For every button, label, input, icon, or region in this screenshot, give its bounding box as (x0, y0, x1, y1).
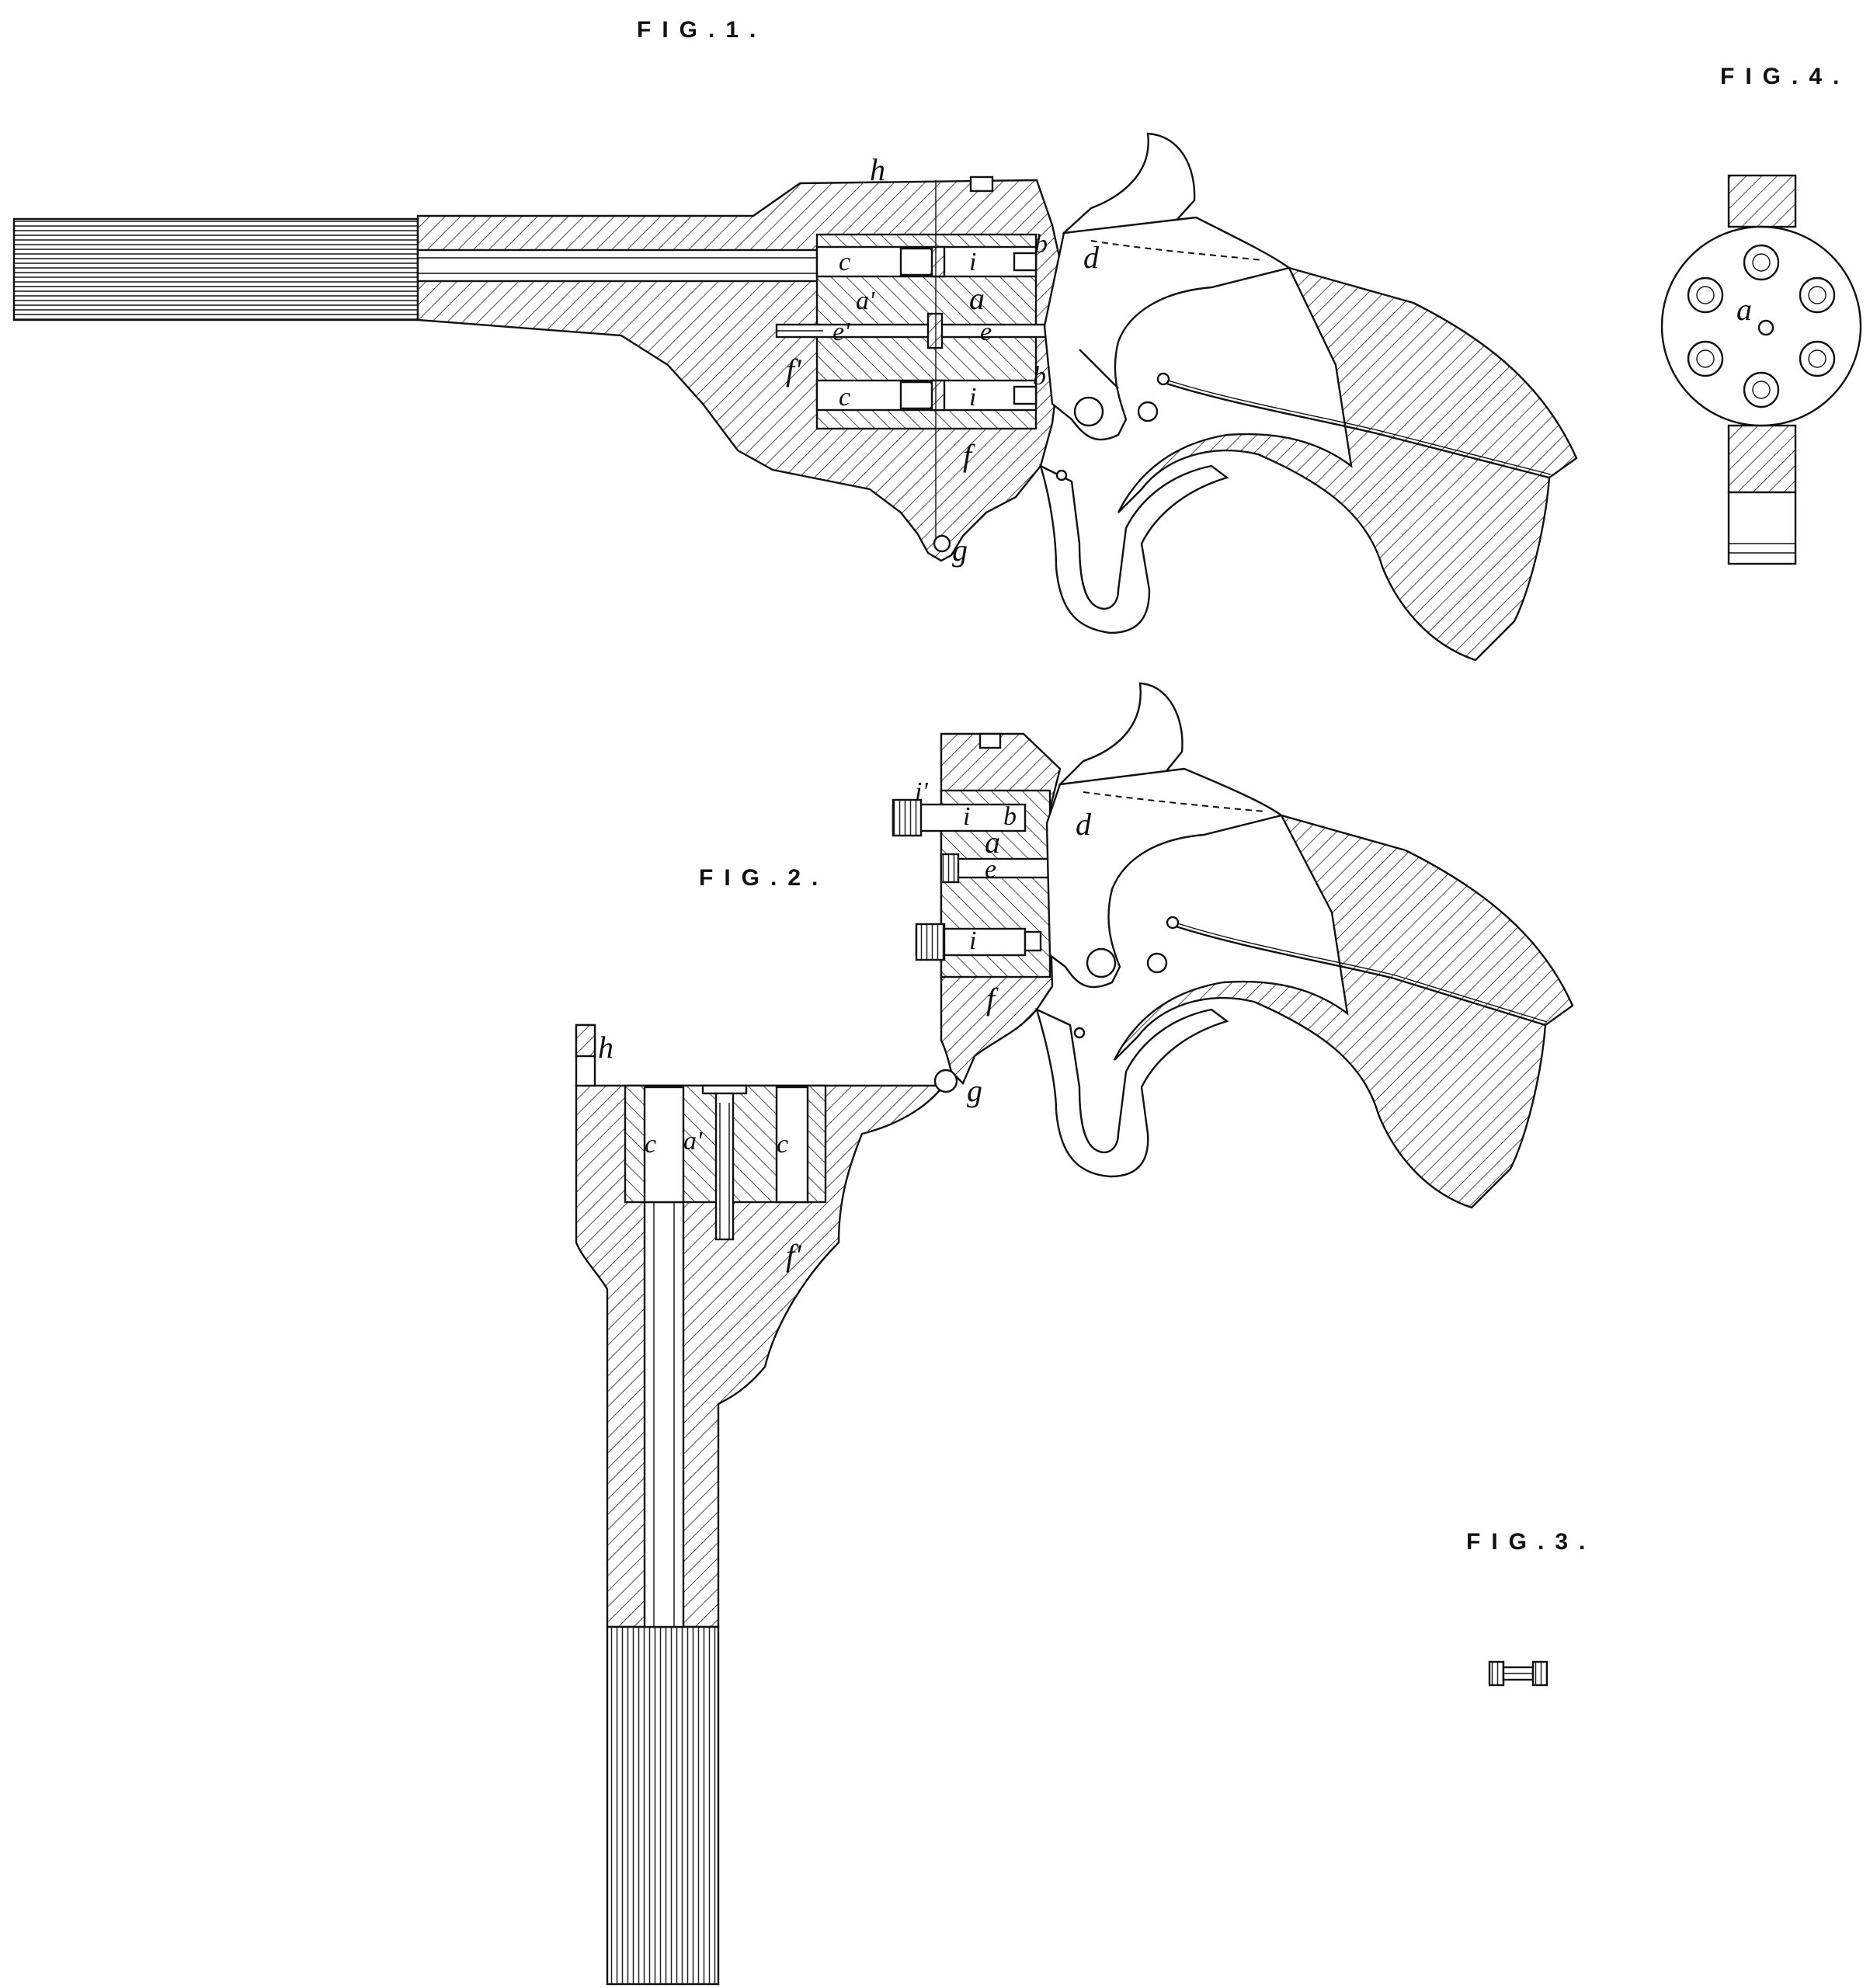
fig2-label-i-prime: i' (915, 777, 928, 806)
fig2-label-g: g (967, 1073, 982, 1108)
fig1-label-b-bottom: b (1033, 362, 1046, 391)
figure-1-title: FIG.1. (637, 17, 766, 43)
fig2-grip-frame (1045, 767, 1284, 989)
fig1-label-a-prime: a' (856, 287, 875, 315)
fig1-label-e-prime: e' (832, 318, 850, 346)
fig1-screw-hammer (1137, 401, 1159, 422)
fig2-chamber-right (775, 1086, 809, 1204)
fig1-grip-frame (1043, 216, 1291, 441)
fig1-label-e: e (980, 318, 992, 346)
fig4-label-a: a (1736, 292, 1752, 327)
fig4-frame-bottom (1727, 424, 1797, 494)
fig2-label-i-top: i (963, 802, 970, 831)
fig1-label-d: d (1083, 240, 1100, 275)
fig2-label-b: b (1003, 802, 1017, 831)
fig2-label-a: a (985, 825, 1000, 860)
fig2-hinge-g (933, 1069, 958, 1093)
fig1-label-g: g (952, 533, 968, 568)
fig1-label-i-top: i (969, 248, 976, 276)
fig2-label-f-prime: f' (786, 1238, 802, 1273)
fig4-frame-top (1727, 174, 1797, 228)
fig2-screw-main (1086, 947, 1117, 978)
fig1-rear-sight (969, 176, 994, 193)
fig1-label-a: a (969, 281, 985, 316)
figure-2: FIG.2. (575, 682, 1574, 1986)
fig1-label-i-bottom: i (969, 383, 976, 412)
figure-3-title: FIG.3. (1466, 1529, 1596, 1555)
fig2-grip (1113, 814, 1574, 1209)
fig1-label-f-prime: f' (786, 353, 802, 388)
fig4-cylinder-face (1660, 225, 1862, 427)
fig2-label-i-bottom: i (969, 926, 976, 955)
fig2-label-c-left: c (645, 1130, 656, 1159)
fig1-trigger-guard (1039, 464, 1229, 634)
figure-4-title: FIG.4. (1720, 64, 1850, 89)
fig1-bore (416, 248, 823, 283)
fig1-mainspring (1156, 379, 1550, 479)
figure-3: FIG.3. (1466, 1529, 1596, 1687)
fig2-center-pin-socket (714, 1086, 735, 1241)
fig1-barrel-muzzle (12, 217, 419, 321)
fig2-screw-hammer (1146, 952, 1168, 974)
fig1-label-h: h (870, 152, 885, 187)
fig2-label-h: h (598, 1030, 613, 1065)
fig2-trigger-guard (1035, 1007, 1229, 1178)
fig4-frame-base (1727, 491, 1797, 565)
fig1-label-c-bottom: c (839, 383, 850, 412)
fig2-label-e: e (985, 855, 996, 884)
fig2-label-d: d (1076, 807, 1092, 842)
fig2-label-c-right: c (777, 1130, 788, 1159)
fig4-chambers (1687, 244, 1836, 408)
figure-2-title: FIG.2. (699, 865, 829, 891)
fig3-plunger-part (1488, 1660, 1548, 1687)
fig1-grip (1117, 266, 1578, 662)
fig2-mainspring (1168, 923, 1546, 1027)
fig2-barrel-muzzle (606, 1625, 720, 1986)
figure-1: FIG.1. (12, 17, 1578, 662)
figure-4: FIG.4. a (1660, 64, 1862, 565)
fig2-label-a-prime: a' (683, 1127, 703, 1156)
fig1-label-c-top: c (839, 248, 850, 276)
fig1-hinge-g (933, 534, 951, 553)
fig1-label-b-top: b (1034, 230, 1048, 259)
fig1-screw-main (1073, 396, 1104, 427)
